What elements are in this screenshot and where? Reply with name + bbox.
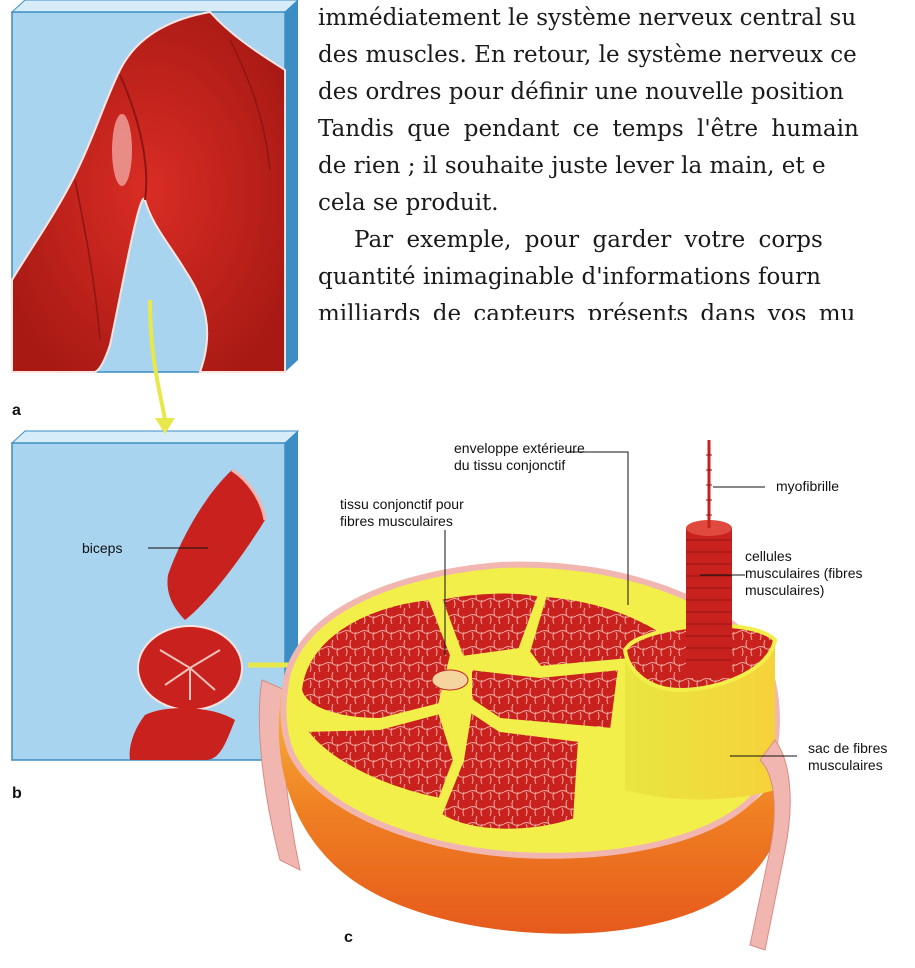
panel-c <box>259 440 790 950</box>
label-fiber-sac: sac de fibres musculaires <box>808 740 887 774</box>
label-fiber-tissue: tissu conjonctif pour fibres musculaires <box>340 496 464 530</box>
panel-b <box>12 431 298 760</box>
panel-label-c: c <box>344 929 353 946</box>
label-muscle-cells: cellules musculaires (fibres musculaires… <box>745 548 862 599</box>
panel-label-a: a <box>12 402 21 419</box>
label-outer-sheath: enveloppe extérieure du tissu conjonctif <box>454 440 585 474</box>
label-biceps: biceps <box>82 540 122 557</box>
label-myofibril: myofibrille <box>776 478 839 495</box>
panel-a <box>12 0 298 372</box>
panel-label-b: b <box>12 785 22 802</box>
